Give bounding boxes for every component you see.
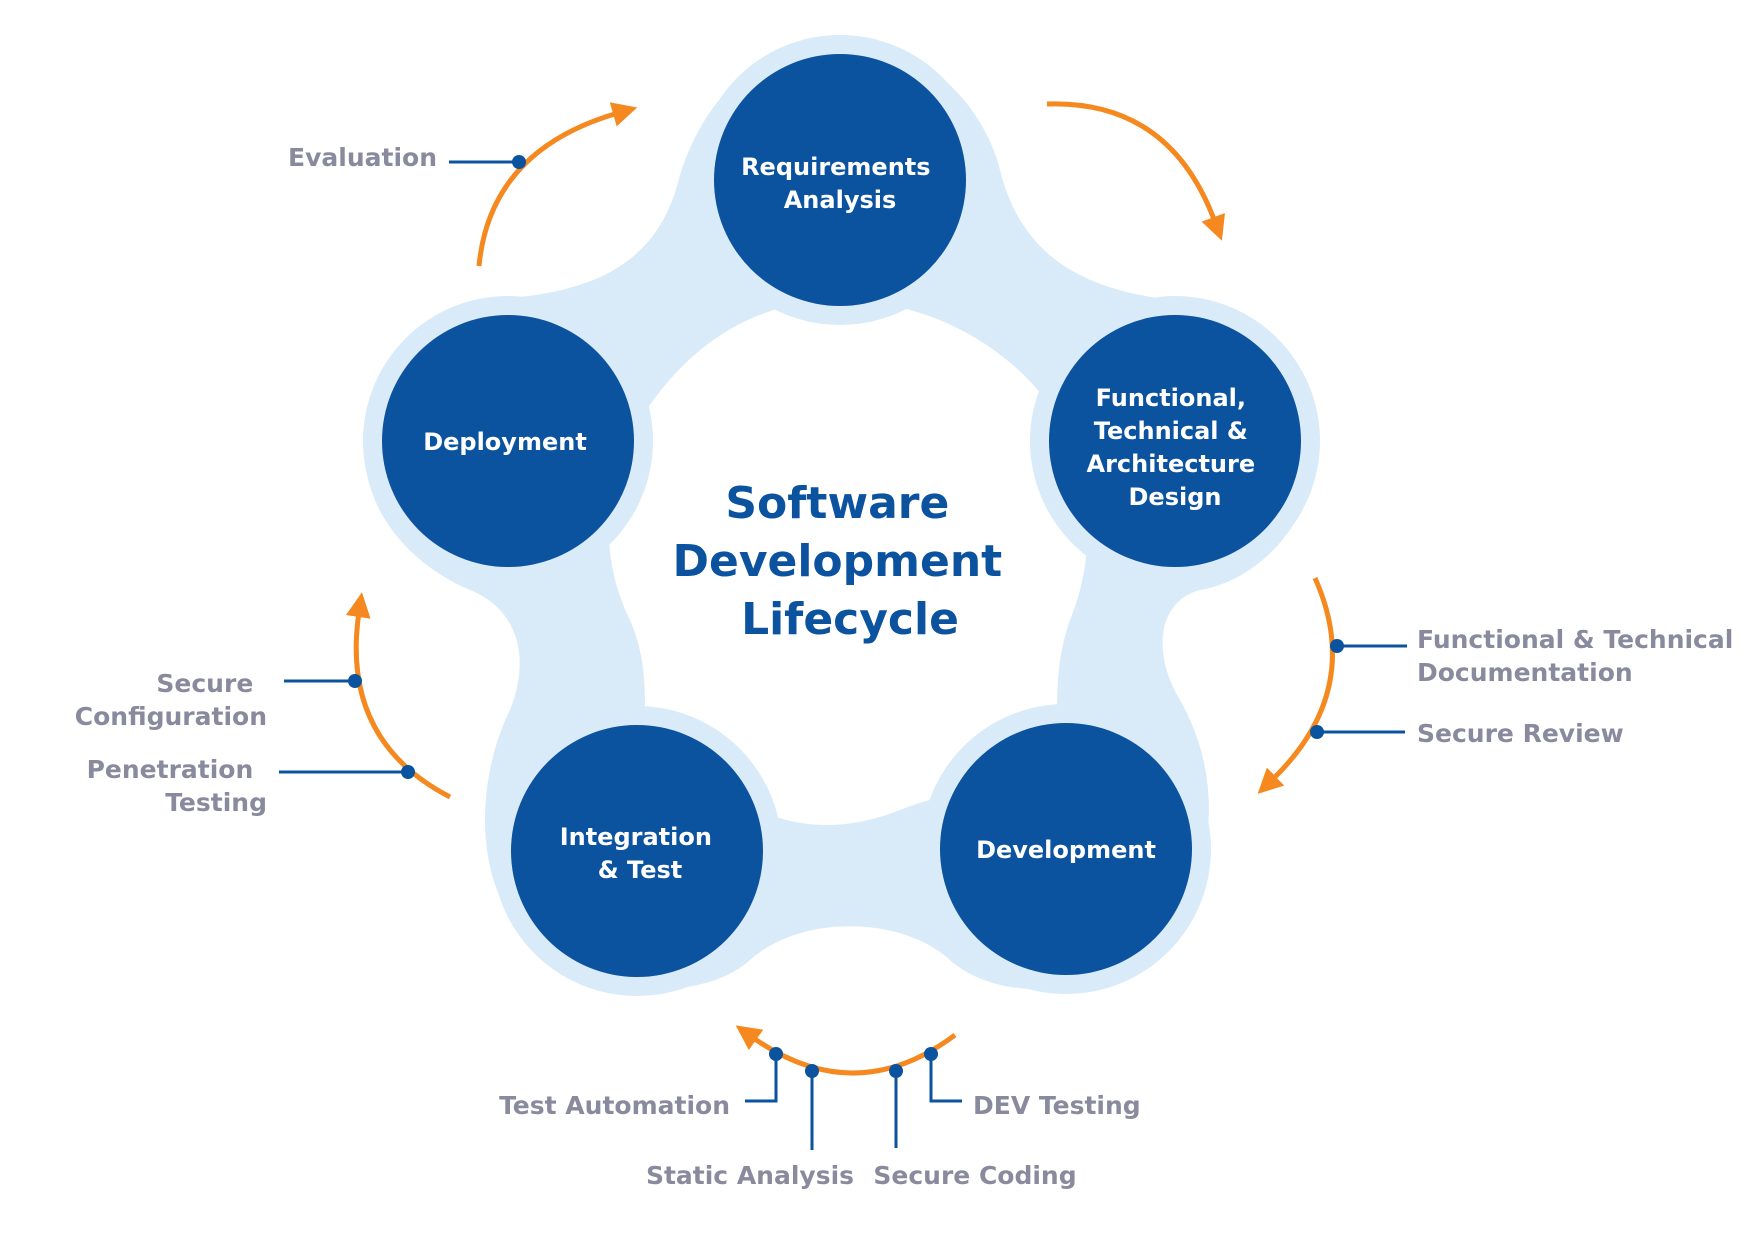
annotation-dev-testing: DEV Testing <box>924 1047 1141 1120</box>
node-circle <box>940 723 1192 975</box>
annotation-documentation: Functional & Technical Documentation <box>1330 625 1742 687</box>
phase-node-design[interactable]: Functional, Technical & Architecture Des… <box>1030 296 1320 586</box>
connector-dot <box>1330 639 1344 653</box>
connector-line <box>929 1054 962 1103</box>
annotation-label: Evaluation <box>288 143 437 172</box>
annotation-label: Penetration Testing <box>87 755 267 817</box>
connector-dot <box>924 1047 938 1061</box>
inner-hole <box>608 300 1088 825</box>
connector-dot <box>805 1064 819 1078</box>
annotation-evaluation: Evaluation <box>288 143 526 172</box>
annotation-label: Secure Review <box>1417 719 1624 748</box>
annotation-secure-review: Secure Review <box>1310 719 1624 748</box>
diagram-title: Software Development Lifecycle <box>672 478 1017 645</box>
annotation-label: DEV Testing <box>973 1091 1141 1120</box>
node-label: Deployment <box>423 428 587 456</box>
connector-dot <box>401 765 415 779</box>
phase-node-development[interactable]: Development <box>921 704 1211 994</box>
arrow-design-to-development <box>1257 576 1335 794</box>
node-label: Integration & Test <box>560 823 721 884</box>
node-label: Requirements Analysis <box>741 153 939 214</box>
phase-node-integration[interactable]: Integration & Test <box>492 706 782 996</box>
connector-dot <box>1310 725 1324 739</box>
annotation-label: Functional & Technical Documentation <box>1417 625 1742 687</box>
connector-dot <box>348 674 362 688</box>
node-label: Development <box>976 836 1156 864</box>
connector-dot <box>512 155 526 169</box>
node-circle <box>382 315 634 567</box>
node-circle <box>714 54 966 306</box>
annotation-label: Secure Coding <box>873 1161 1076 1190</box>
connector-dot <box>769 1047 783 1061</box>
node-circle <box>511 725 763 977</box>
arrow-deploy-to-requirements <box>476 102 638 267</box>
annotation-label: Test Automation <box>499 1091 730 1120</box>
phase-node-deployment[interactable]: Deployment <box>363 296 653 586</box>
annotation-label: Static Analysis <box>646 1161 854 1190</box>
annotation-label: Secure Configuration <box>75 669 267 731</box>
connector-dot <box>889 1064 903 1078</box>
annotation-static-analysis: Static Analysis <box>646 1064 854 1190</box>
annotation-secure-coding: Secure Coding <box>873 1064 1077 1190</box>
node-circle <box>1049 315 1301 567</box>
phase-node-requirements[interactable]: Requirements Analysis <box>695 35 985 325</box>
annotation-penetration-testing: Penetration Testing <box>87 755 415 817</box>
arrow-requirements-to-design <box>1046 101 1225 241</box>
annotation-secure-configuration: Secure Configuration <box>75 669 362 731</box>
arrow-integration-to-deployment <box>345 592 452 800</box>
connector-line <box>745 1054 778 1103</box>
annotation-test-automation: Test Automation <box>499 1047 783 1120</box>
node-label: Functional, Technical & Architecture Des… <box>1087 384 1264 511</box>
